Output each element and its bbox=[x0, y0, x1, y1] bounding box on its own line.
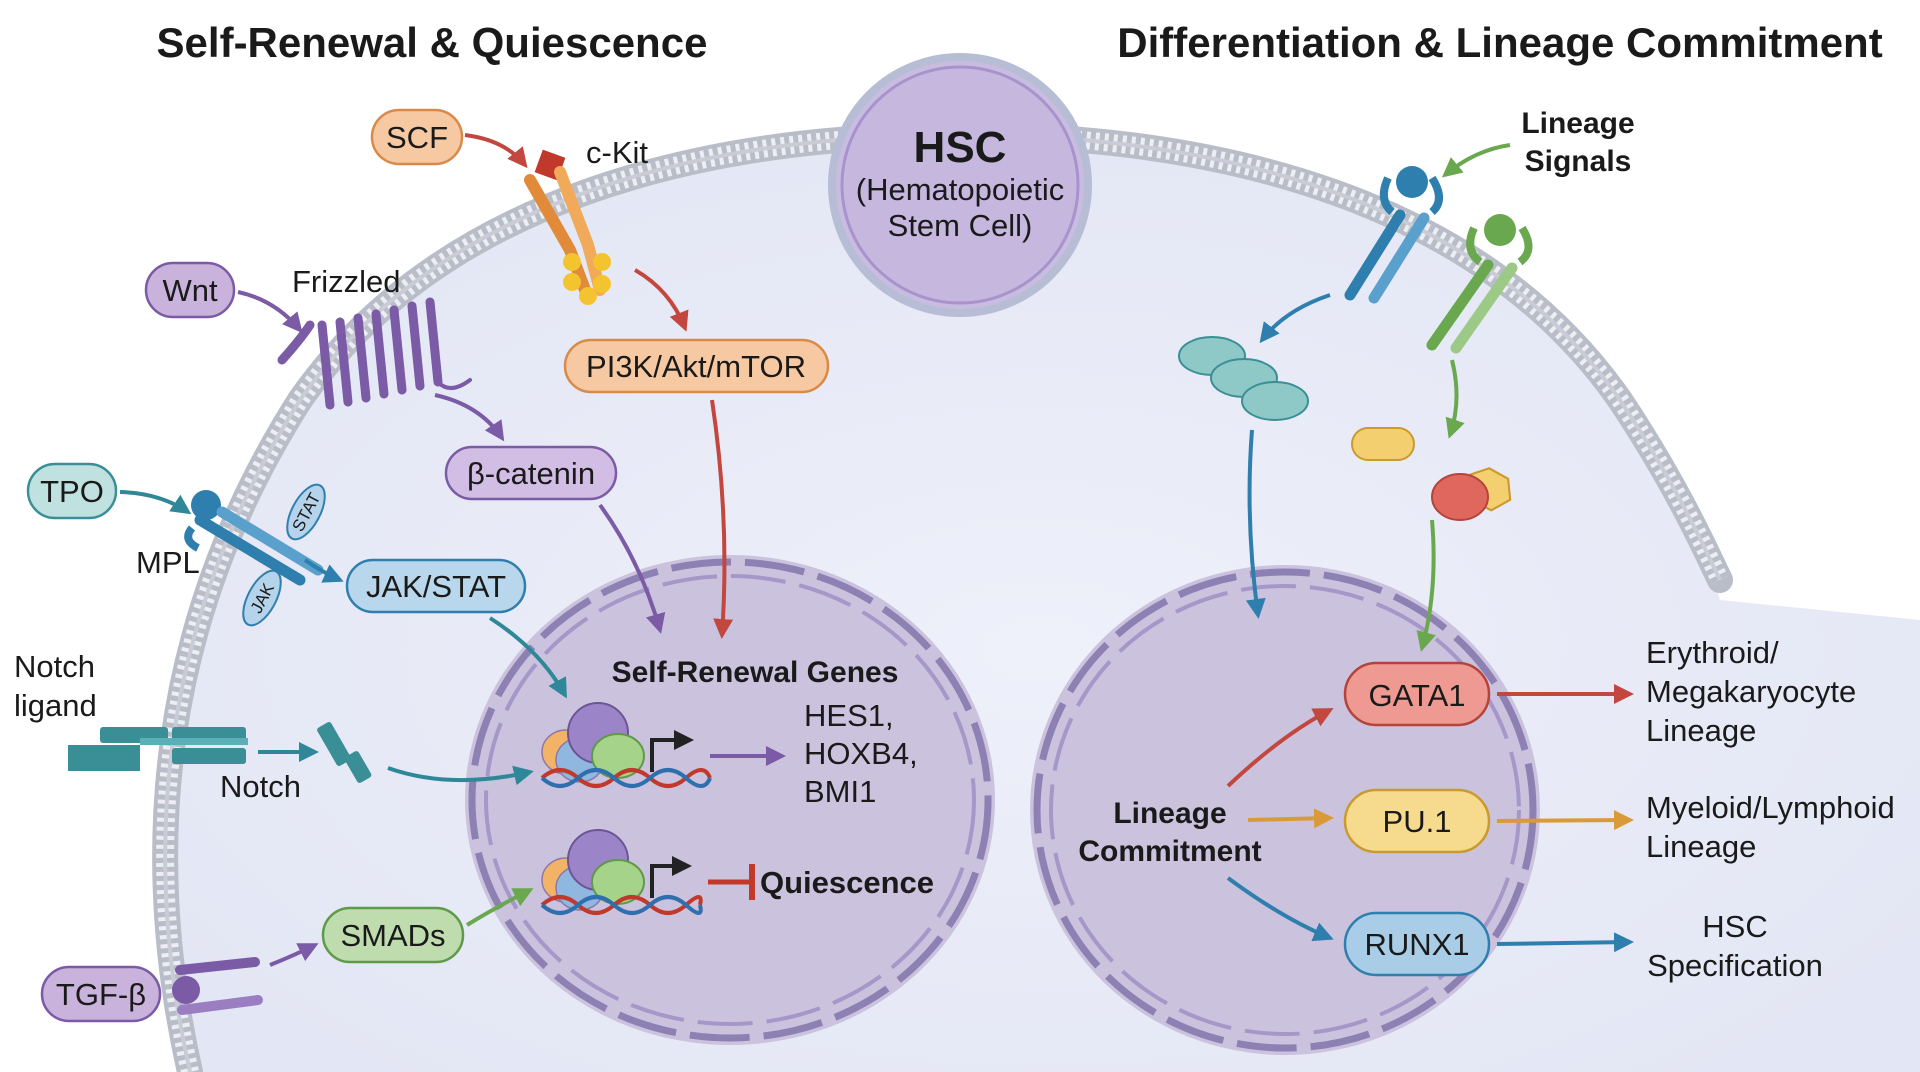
pi3k-label: PI3K/Akt/mTOR bbox=[586, 349, 806, 384]
outcome-erythroid-line2: Megakaryocyte bbox=[1646, 674, 1856, 709]
lineage-commitment-line1: Lineage bbox=[1113, 797, 1226, 830]
runx1-label: RUNX1 bbox=[1364, 927, 1469, 962]
outcome-myeloid-line2: Lineage bbox=[1646, 829, 1756, 864]
notch-ligand-line2: ligand bbox=[14, 688, 97, 723]
ckit-receptor bbox=[524, 149, 611, 305]
pu1-label: PU.1 bbox=[1383, 804, 1452, 839]
notch-receptor bbox=[68, 727, 248, 771]
mpl-label: MPL bbox=[136, 545, 200, 580]
outcome-erythroid-line1: Erythroid/ bbox=[1646, 635, 1779, 670]
lineage-commitment-line2: Commitment bbox=[1078, 835, 1261, 868]
gata1-label: GATA1 bbox=[1368, 678, 1465, 713]
lineage-signals-line2: Signals bbox=[1525, 145, 1632, 178]
heading-differentiation: Differentiation & Lineage Commitment bbox=[1117, 19, 1882, 66]
arrow-bcatenin-genes bbox=[598, 503, 666, 634]
outcome-hsc-line2: Specification bbox=[1647, 948, 1823, 983]
transcription-complex-bottom bbox=[540, 829, 703, 915]
arrow-pi3k-genes bbox=[710, 399, 734, 639]
inhibition-bar bbox=[708, 864, 755, 900]
arrow-ovals-nucleus bbox=[1245, 429, 1266, 619]
arrow-ckit-pi3k bbox=[634, 268, 689, 332]
hsc-circle: HSC (Hematopoietic Stem Cell) bbox=[828, 53, 1092, 317]
mpl-receptor bbox=[184, 490, 324, 586]
gene-hoxb4: HOXB4, bbox=[804, 736, 918, 771]
arrow-proteins-gata1 bbox=[1416, 519, 1436, 652]
gene-hes1: HES1, bbox=[804, 698, 894, 733]
pu1-pill: PU.1 bbox=[1343, 788, 1491, 854]
smads-pill: SMADs bbox=[321, 906, 465, 964]
blue-receptor bbox=[1344, 166, 1443, 304]
wnt-label: Wnt bbox=[162, 273, 218, 308]
jakstat-pill: JAK/STAT bbox=[345, 558, 527, 614]
arrow-jakstat-genes bbox=[488, 616, 567, 699]
arrow-pu1-myeloid bbox=[1496, 810, 1634, 831]
frizzled-receptor bbox=[277, 297, 472, 410]
nicd-fragment bbox=[317, 722, 372, 783]
bcatenin-label: β-catenin bbox=[467, 456, 595, 491]
lineage-signals-line1: Lineage bbox=[1521, 107, 1634, 140]
arrow-frizzled-bcatenin bbox=[434, 393, 505, 442]
transcription-complex-top bbox=[540, 702, 712, 788]
arrow-scf-ckit bbox=[464, 133, 528, 169]
jakstat-label: JAK/STAT bbox=[366, 569, 506, 604]
arrow-mpl-jakstat bbox=[303, 558, 344, 583]
outcome-erythroid-line3: Lineage bbox=[1646, 713, 1756, 748]
hsc-title: HSC bbox=[914, 123, 1007, 172]
outcome-myeloid-line1: Myeloid/Lymphoid bbox=[1646, 790, 1895, 825]
pi3k-pill: PI3K/Akt/mTOR bbox=[563, 338, 830, 394]
arrow-signals-receptor bbox=[1441, 143, 1511, 178]
arrow-runx1-hsc bbox=[1496, 932, 1634, 953]
arrow-tpo-mpl bbox=[119, 490, 192, 515]
arrow-green-receptor-proteins bbox=[1445, 359, 1465, 439]
notch-ligand-line1: Notch bbox=[14, 649, 95, 684]
tgfb-receptor bbox=[172, 957, 263, 1015]
arrow-commit-pu1 bbox=[1247, 808, 1334, 829]
arrow-nicd-genes bbox=[387, 765, 534, 786]
membrane-inner bbox=[163, 132, 1722, 1072]
scf-pill: SCF bbox=[370, 108, 464, 166]
ckit-label: c-Kit bbox=[586, 135, 648, 170]
arrow-blue-receptor-oval bbox=[1259, 293, 1331, 344]
smads-label: SMADs bbox=[340, 918, 445, 953]
arrow-tgfb-smads bbox=[269, 943, 319, 967]
teal-ovals bbox=[1178, 336, 1309, 421]
frizzled-label: Frizzled bbox=[292, 264, 401, 299]
quiescence-label: Quiescence bbox=[760, 865, 934, 900]
runx1-pill: RUNX1 bbox=[1343, 911, 1491, 977]
tgfb-pill: TGF-β bbox=[40, 965, 162, 1023]
tpo-pill: TPO bbox=[26, 462, 118, 520]
self-renewal-genes-title: Self-Renewal Genes bbox=[612, 656, 899, 689]
wnt-pill: Wnt bbox=[144, 261, 236, 319]
arrow-wnt-frizzled bbox=[237, 290, 303, 334]
arrow-smads-quiescence bbox=[465, 888, 534, 927]
arrow-commit-gata1 bbox=[1226, 708, 1334, 788]
gata1-pill: GATA1 bbox=[1343, 661, 1491, 727]
gene-bmi1: BMI1 bbox=[804, 774, 876, 809]
arrow-commit-runx1 bbox=[1226, 876, 1334, 942]
scf-label: SCF bbox=[386, 120, 448, 155]
hsc-line1: (Hematopoietic bbox=[856, 172, 1064, 207]
tpo-label: TPO bbox=[40, 474, 104, 509]
outcome-hsc-line1: HSC bbox=[1702, 909, 1767, 944]
green-receptor bbox=[1426, 214, 1533, 354]
notch-label: Notch bbox=[220, 769, 301, 804]
tgfb-label: TGF-β bbox=[56, 977, 146, 1012]
heading-self-renewal: Self-Renewal & Quiescence bbox=[157, 19, 708, 66]
bcatenin-pill: β-catenin bbox=[444, 445, 618, 501]
signal-proteins bbox=[1351, 427, 1512, 521]
left-nucleus bbox=[465, 555, 995, 1045]
hsc-line2: Stem Cell) bbox=[888, 208, 1033, 243]
